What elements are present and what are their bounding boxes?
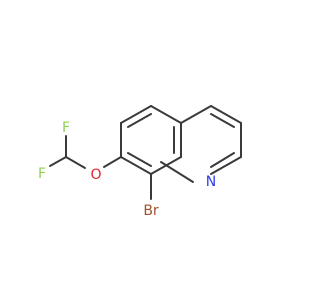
bond-cf2-f2 (49, 156, 67, 167)
atom-labels: F F O N Br (38, 120, 216, 219)
atom-label-f1: F (62, 120, 70, 136)
bond-c5-c6-inner (127, 113, 152, 128)
bond-c3-c4 (210, 105, 242, 124)
atom-label-n: N (206, 174, 216, 190)
bond-c7-c8 (120, 156, 152, 175)
bond-c4a-c5 (150, 105, 182, 124)
molecule-structure: F F O N Br (38, 105, 242, 219)
bond-c5-c6 (120, 105, 152, 124)
atom-label-f2: F (38, 166, 46, 182)
atom-label-br: Br (143, 203, 159, 219)
bond-c4-c4a (180, 105, 212, 124)
bond-n-c2-inner (210, 152, 235, 168)
bond-o-cf2 (65, 156, 86, 169)
atom-label-o: O (90, 167, 101, 183)
bond-c7-c8-inner (127, 152, 152, 167)
bonds (49, 105, 242, 200)
bond-c7-o (103, 156, 122, 168)
bond-n-c2 (210, 156, 242, 175)
bond-c3-c4-inner (210, 113, 235, 128)
bond-c8-c8a (150, 156, 182, 175)
